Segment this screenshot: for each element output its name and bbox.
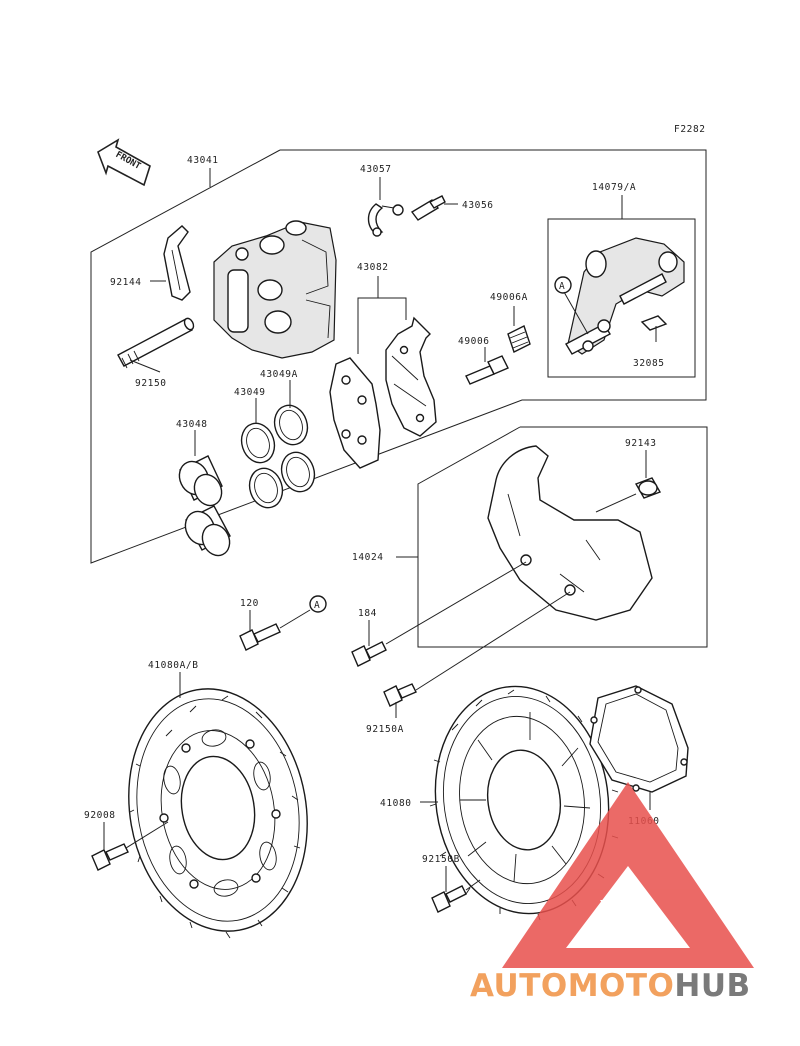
brake-pad-inner [329,357,381,469]
part-label-43082: 43082 [357,262,389,273]
part-label-32085: 32085 [633,358,665,369]
brake-pad-outer [385,316,437,437]
part-label-184: 184 [358,608,377,619]
disc-guard-box [417,426,708,648]
part-label-41080: 41080 [380,798,412,809]
brake-disc-left [128,688,308,939]
guard-lower-bolt [383,683,417,707]
bracket-bolt [239,623,281,651]
pad-pin [117,317,195,369]
slide-pin [465,355,509,385]
front-direction-arrow: FRONT [97,138,151,187]
pin-boot [507,325,531,353]
part-label-43041: 43041 [187,155,219,166]
brake-hose-fitting [367,203,404,237]
callout-a-label: A [559,281,565,292]
part-label-92150: 92150 [135,378,167,389]
watermark-text: AUTOMOTOHUB [470,968,751,1004]
callout-a-label: A [314,600,320,611]
part-label-49006a: 49006A [490,292,528,303]
pad-spring-clip [163,225,191,301]
pistons [178,455,231,557]
caliper-body [213,220,337,359]
brake-disc-right [429,685,619,921]
disc-screw-left [91,843,129,871]
part-label-43049a: 43049A [260,369,298,380]
caliper-bracket [565,237,685,355]
part-label-41080a-b: 41080A/B [148,660,199,671]
watermark-text-part1: AUTOMOTO [470,968,674,1004]
piston-seals [240,404,316,509]
part-label-92150a: 92150A [366,724,404,735]
bracket-shim [640,315,668,331]
part-label-49006: 49006 [458,336,490,347]
bleeder-valve [410,195,446,221]
part-label-120: 120 [240,598,259,609]
guard-bolt [351,641,387,667]
part-label-43048: 43048 [176,419,208,430]
part-label-43049: 43049 [234,387,266,398]
part-label-92143: 92143 [625,438,657,449]
disc-screw-right [431,885,467,913]
callout-a-bolt: A [309,595,327,613]
guard-collar [634,477,662,499]
disc-guard [487,445,653,621]
part-label-92144: 92144 [110,277,142,288]
part-label-14079-a: 14079/A [592,182,636,193]
part-label-43056: 43056 [462,200,494,211]
watermark-logo [502,782,754,968]
part-label-43057: 43057 [360,164,392,175]
caliper-assembly-outline [90,149,707,564]
part-label-92008: 92008 [84,810,116,821]
leader-lines [103,168,657,892]
part-label-92150b: 92150B [422,854,460,865]
part-label-14024: 14024 [352,552,384,563]
disc-gasket [589,685,689,793]
callout-a-bracket: A [554,276,572,294]
figure-code: F2282 [674,124,706,135]
watermark-text-part2: HUB [674,968,750,1004]
